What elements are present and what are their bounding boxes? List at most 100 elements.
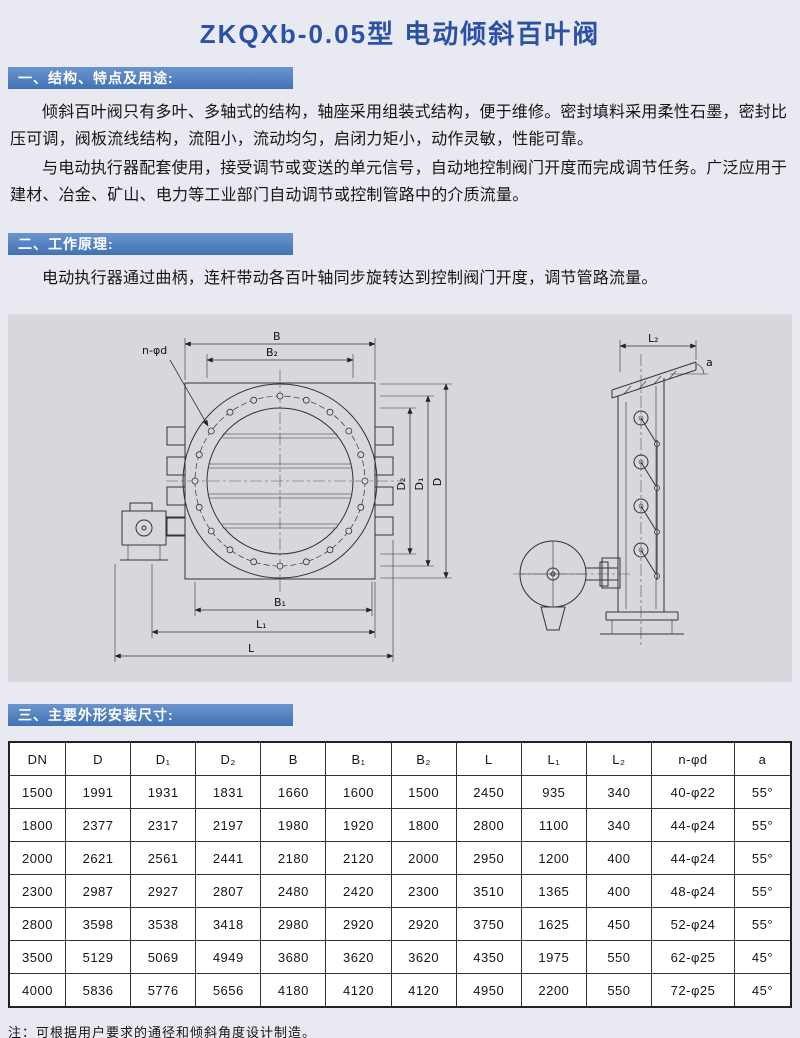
section-heading-dimensions: 三、主要外形安装尺寸: — [8, 704, 293, 726]
table-cell: 2987 — [64, 874, 132, 908]
table-cell: 1931 — [130, 775, 197, 809]
table-cell: 2927 — [130, 874, 197, 908]
table-cell: 550 — [585, 973, 653, 1008]
table-cell: 4120 — [390, 973, 457, 1008]
column-header: D — [64, 741, 132, 776]
table-cell: 4000 — [8, 973, 66, 1008]
table-cell: 1975 — [520, 940, 587, 974]
column-header: B — [260, 741, 327, 776]
table-cell: 52-φ24 — [651, 907, 735, 941]
table-cell: 2621 — [64, 841, 132, 875]
table-cell: 5776 — [130, 973, 197, 1008]
table-cell: 2000 — [8, 841, 66, 875]
section-heading-label: 二、工作原理: — [18, 236, 114, 252]
dim-label-a: a — [706, 356, 713, 369]
table-cell: 2480 — [260, 874, 327, 908]
table-cell: 1831 — [195, 775, 262, 809]
dim-label-b: B — [273, 330, 281, 343]
dim-label-d1: D₁ — [413, 478, 426, 491]
column-header: B₂ — [390, 741, 457, 776]
column-header: a — [734, 741, 792, 776]
table-cell: 1991 — [64, 775, 132, 809]
table-cell: 1500 — [390, 775, 457, 809]
table-cell: 1800 — [8, 808, 66, 842]
table-cell: 450 — [585, 907, 653, 941]
table-cell: 3418 — [195, 907, 262, 941]
louver-blades — [208, 433, 352, 529]
table-cell: 72-φ25 — [651, 973, 735, 1008]
table-cell: 2120 — [325, 841, 392, 875]
dim-label-b1: B₁ — [274, 596, 286, 609]
dim-label-b2: B₂ — [266, 346, 278, 359]
table-cell: 2441 — [195, 841, 262, 875]
base-frame — [600, 611, 684, 635]
table-cell: 400 — [585, 841, 653, 875]
table-cell: 4120 — [325, 973, 392, 1008]
table-cell: 2450 — [455, 775, 522, 809]
front-view-dimensions: B B₂ n-φd D₂ D₁ D — [114, 330, 452, 662]
section-heading-label: 三、主要外形安装尺寸: — [18, 707, 174, 723]
table-cell: 55° — [734, 874, 792, 908]
structure-paragraph-1: 倾斜百叶阀只有多叶、多轴式的结构，轴座采用组装式结构，便于维修。密封填料采用柔性… — [10, 104, 788, 148]
bolt-holes — [191, 392, 369, 570]
table-cell: 1365 — [520, 874, 587, 908]
table-cell: 5129 — [64, 940, 132, 974]
table-cell: 400 — [585, 874, 653, 908]
table-cell: 1500 — [8, 775, 66, 809]
table-cell: 3620 — [325, 940, 392, 974]
table-cell: 5836 — [64, 973, 132, 1008]
table-cell: 2561 — [130, 841, 197, 875]
table-cell: 3598 — [64, 907, 132, 941]
principle-paragraph: 电动执行器通过曲柄，连杆带动各百叶轴同步旋转达到控制阀门开度，调节管路流量。 — [42, 270, 658, 287]
table-cell: 3750 — [455, 907, 522, 941]
page-title: ZKQXb-0.05型 电动倾斜百叶阀 — [199, 19, 601, 49]
dim-label-l: L — [248, 642, 255, 655]
table-cell: 3620 — [390, 940, 457, 974]
table-cell: 340 — [585, 808, 653, 842]
table-cell: 4949 — [195, 940, 262, 974]
table-cell: 4180 — [260, 973, 327, 1008]
table-cell: 62-φ25 — [651, 940, 735, 974]
table-cell: 48-φ24 — [651, 874, 735, 908]
dim-label-l2: L₂ — [648, 332, 659, 345]
table-cell: 2180 — [260, 841, 327, 875]
table-cell: 1800 — [390, 808, 457, 842]
table-cell: 1200 — [520, 841, 587, 875]
table-cell: 1980 — [260, 808, 327, 842]
table-cell: 550 — [585, 940, 653, 974]
table-cell: 55° — [734, 808, 792, 842]
table-cell: 2950 — [455, 841, 522, 875]
table-cell: 55° — [734, 775, 792, 809]
table-cell: 2980 — [260, 907, 327, 941]
table-cell: 3680 — [260, 940, 327, 974]
actuator-side — [519, 540, 621, 631]
table-cell: 2920 — [390, 907, 457, 941]
table-cell: 4950 — [455, 973, 522, 1008]
column-header: D₂ — [195, 741, 262, 776]
table-cell: 45° — [734, 973, 792, 1008]
column-header: n-φd — [651, 741, 735, 776]
table-cell: 935 — [520, 775, 587, 809]
table-cell: 2200 — [520, 973, 587, 1008]
dim-label-d: D — [431, 478, 444, 486]
table-cell: 2800 — [8, 907, 66, 941]
table-cell: 44-φ24 — [651, 808, 735, 842]
table-cell: 1920 — [325, 808, 392, 842]
table-cell: 3510 — [455, 874, 522, 908]
table-cell: 2300 — [8, 874, 66, 908]
table-cell: 1660 — [260, 775, 327, 809]
section-heading-label: 一、结构、特点及用途: — [18, 70, 174, 86]
table-cell: 55° — [734, 907, 792, 941]
table-cell: 45° — [734, 940, 792, 974]
table-cell: 40-φ22 — [651, 775, 735, 809]
table-cell: 2377 — [64, 808, 132, 842]
